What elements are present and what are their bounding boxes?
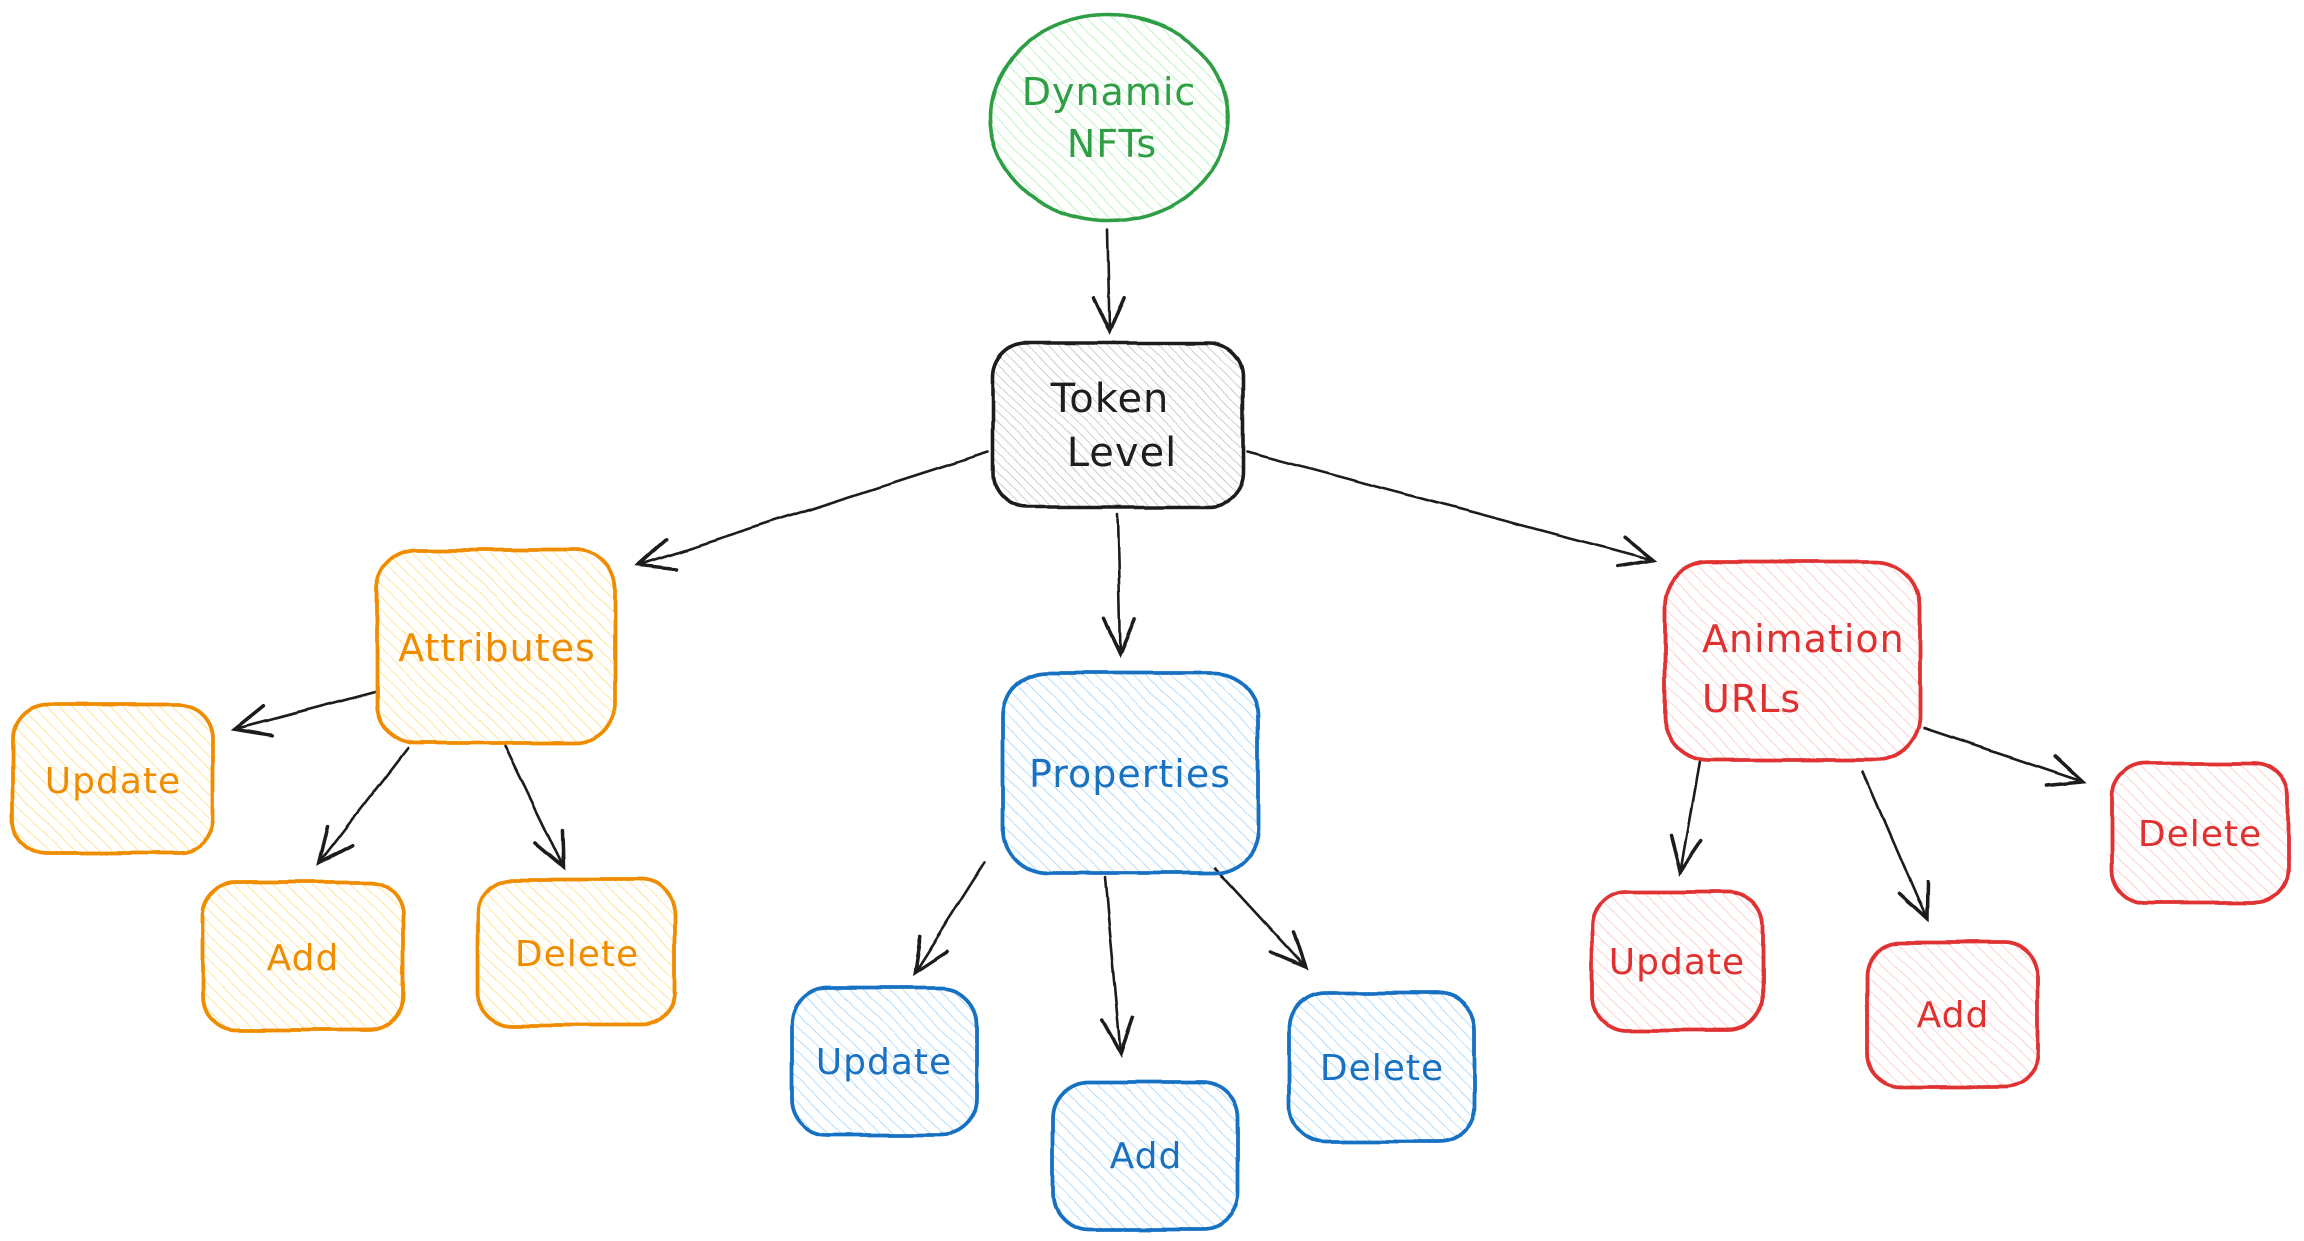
node-animation-urls [1663,560,1922,762]
arrow-token-to-animation [1245,450,1658,569]
node-attributes [375,548,617,745]
arrow-token-to-attributes [634,450,990,571]
node-attributes-delete [476,878,677,1027]
node-animation-delete [2110,761,2290,905]
arrow-dynamic-to-token [1092,228,1127,336]
arrow-attributes-to-delete [503,744,566,871]
node-animation-update [1590,890,1764,1032]
dynamic-nfts-label-line2: NFTs [1067,122,1157,166]
arrow-animation-to-update [1669,759,1704,877]
attributes-update-label: Update [45,761,181,802]
properties-add-label: Add [1110,1136,1183,1177]
attributes-delete-label: Delete [515,934,639,975]
node-properties-update [790,986,979,1137]
dynamic-nfts-label-line1: Dynamic [1022,70,1197,114]
properties-update-label: Update [816,1042,952,1083]
arrow-properties-to-update [912,860,987,977]
node-properties [1001,671,1260,875]
arrow-animation-to-delete [1922,726,2088,787]
animation-add-label: Add [1917,995,1990,1036]
node-properties-add [1051,1080,1240,1231]
animation-urls-label-line1: Animation [1702,617,1905,661]
arrow-attributes-to-add [316,746,410,867]
node-properties-delete [1288,991,1477,1144]
arrow-token-to-properties [1102,512,1137,658]
token-level-label-line1: Token [1050,376,1170,422]
arrow-properties-to-add [1101,875,1135,1058]
animation-update-label: Update [1609,942,1745,983]
node-dynamic-nfts [988,13,1230,223]
node-animation-add [1865,940,2040,1089]
attributes-add-label: Add [267,938,340,979]
node-shapes [11,13,2290,1231]
animation-delete-label: Delete [2138,814,2262,855]
arrow-properties-to-delete [1213,866,1309,971]
arrow-animation-to-add [1861,770,1929,924]
node-labels: Dynamic NFTs Token Level Attributes Upda… [45,70,2262,1177]
token-level-label-line2: Level [1067,430,1178,476]
animation-urls-label-line2: URLs [1702,677,1801,721]
connector-arrows [230,228,2088,1058]
node-attributes-update [11,703,215,855]
properties-label: Properties [1029,752,1231,796]
arrow-attributes-to-update [230,690,377,738]
properties-delete-label: Delete [1320,1048,1444,1089]
node-token-level [991,341,1245,509]
node-attributes-add [201,880,405,1032]
attributes-label: Attributes [398,626,596,670]
